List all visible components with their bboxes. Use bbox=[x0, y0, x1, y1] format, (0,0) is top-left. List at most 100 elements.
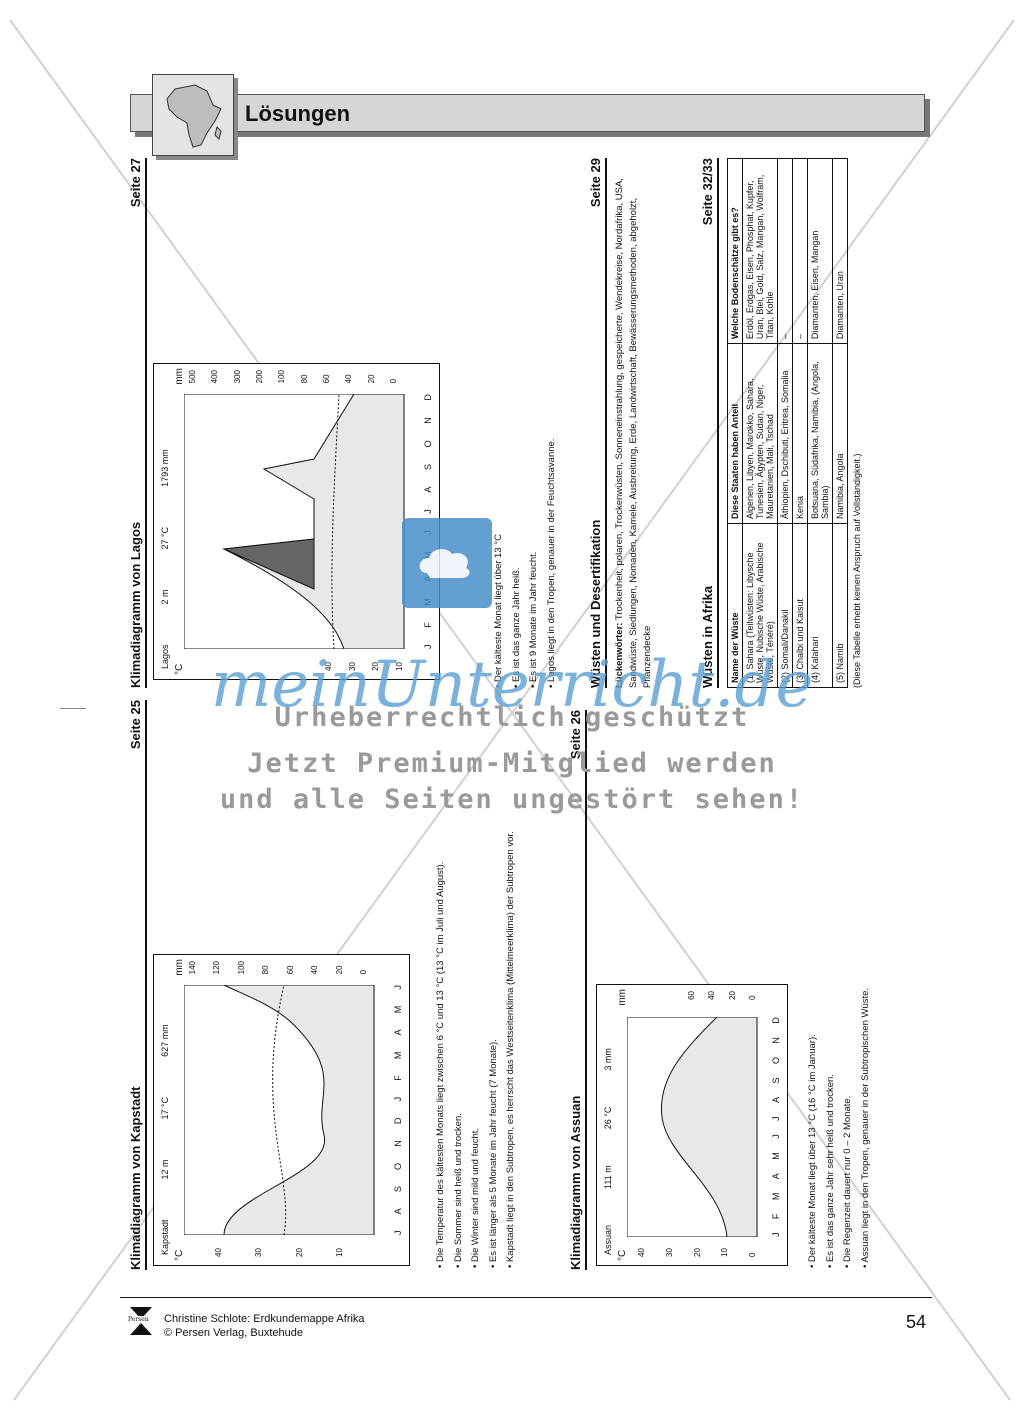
section-desertification: Wüsten und Desertifikation Seite 29 Lück… bbox=[588, 158, 655, 688]
bullets-assuan: Der kälteste Monat liegt über 13 °C (16 … bbox=[804, 828, 874, 1268]
climate-chart-lagos: Lagos 2 m 27 °C 1793 mm °C mm J F M A M … bbox=[153, 363, 440, 680]
footer-copyright: © Persen Verlag, Buxtehude bbox=[164, 1327, 303, 1339]
section-title: Klimadiagramm von Assuan bbox=[568, 1095, 583, 1270]
temp-tick: 10 bbox=[334, 1248, 344, 1257]
header-banner bbox=[130, 94, 925, 132]
month-label: M bbox=[393, 1005, 403, 1014]
precip-tick: 200 bbox=[254, 370, 264, 384]
month-label: O bbox=[393, 1162, 403, 1170]
page-title: Lösungen bbox=[245, 101, 351, 126]
bullet-item: Assuan liegt in den Tropen, genauer in d… bbox=[857, 828, 875, 1268]
chart-precip: 3 mm bbox=[603, 1048, 613, 1071]
margin-mark bbox=[60, 708, 86, 709]
table-cell: Erdöl, Erdgas, Eisen, Phosphat, Kupfer, … bbox=[742, 158, 778, 344]
table-cell: – bbox=[792, 158, 808, 344]
precip-tick: 60 bbox=[321, 374, 331, 384]
table-row: (5) Namib Namibia, Angola Diamanten, Ura… bbox=[832, 158, 848, 688]
precip-tick: 60 bbox=[285, 965, 295, 975]
persen-logo: Persen bbox=[128, 1305, 154, 1337]
month-label: M bbox=[771, 1152, 781, 1160]
month-label: A bbox=[393, 1208, 403, 1215]
month-axis: J A S O N D J F M A M J bbox=[393, 985, 403, 1235]
chart-meta: Assuan 111 m 26 °C 3 mm bbox=[603, 1048, 613, 1255]
temp-tick: 20 bbox=[294, 1248, 304, 1257]
month-label: F bbox=[423, 622, 433, 628]
precip-tick: 100 bbox=[236, 961, 246, 975]
temp-axis: 10 20 30 40 bbox=[214, 1248, 344, 1257]
temp-tick: 20 bbox=[692, 1248, 702, 1257]
unit-precip: mm bbox=[174, 959, 185, 976]
column-header: Welche Bodenschätze gibt es? bbox=[727, 158, 743, 344]
table-note: (Diese Tabelle erhebt keinen Anspruch au… bbox=[852, 453, 862, 688]
precip-tick: 0 bbox=[358, 969, 368, 975]
temp-axis: 0 10 20 30 40 bbox=[637, 1248, 757, 1257]
month-label: O bbox=[771, 1057, 781, 1065]
table-row: (2) Somali/Danakil Äthiopien, Dschibuti,… bbox=[777, 158, 793, 688]
chart-plot bbox=[184, 985, 375, 1235]
footer-divider bbox=[120, 1297, 932, 1298]
publisher-mark: Persen bbox=[128, 1316, 149, 1323]
month-label: M bbox=[393, 1051, 403, 1060]
chart-station: Assuan bbox=[603, 1224, 613, 1255]
section-heading: Wüsten in Afrika Seite 32/33 bbox=[700, 158, 719, 688]
month-label: M bbox=[771, 1192, 781, 1201]
table-cell: Namibia, Angola bbox=[832, 343, 848, 524]
section-heading: Wüsten und Desertifikation Seite 29 bbox=[588, 158, 607, 688]
temp-tick: 40 bbox=[637, 1248, 646, 1257]
bullet-item: Der kälteste Monat liegt über 13 °C bbox=[490, 308, 508, 688]
chart-temp: 26 °C bbox=[603, 1106, 613, 1130]
temp-tick: 30 bbox=[254, 1248, 264, 1257]
unit-temp: °C bbox=[617, 1249, 628, 1261]
precip-tick: 80 bbox=[299, 374, 309, 384]
page-number: 54 bbox=[906, 1312, 927, 1332]
month-label: J bbox=[771, 1232, 781, 1238]
precip-tick: 500 bbox=[188, 370, 197, 384]
precip-axis: 0 20 40 60 80 100 200 300 400 500 bbox=[188, 370, 398, 383]
section-deserts-africa: Wüsten in Afrika Seite 32/33 Name der Wü… bbox=[700, 158, 862, 688]
section-heading: Klimadiagramm von Lagos Seite 27 bbox=[128, 158, 147, 688]
month-label: D bbox=[771, 1017, 781, 1024]
precip-tick: 0 bbox=[747, 995, 757, 1000]
precip-tick: 40 bbox=[344, 374, 354, 384]
month-label: N bbox=[771, 1037, 781, 1044]
bullet-item: Die Regenzeit dauert nur 0 – 2 Monate. bbox=[839, 828, 857, 1268]
table-cell: – bbox=[777, 158, 793, 344]
chart-height: 12 m bbox=[160, 1159, 170, 1180]
bullet-item: Lagos liegt in den Tropen, genauer in de… bbox=[543, 308, 561, 688]
table-cell: Botsuana, Südafrika, Namibia, (Angola, S… bbox=[807, 343, 833, 524]
precip-axis: 0 20 40 60 bbox=[687, 991, 757, 1000]
footer-credits: Christine Schlote: Erdkundemappe Afrika … bbox=[164, 1312, 365, 1340]
table-cell: Kenia bbox=[792, 343, 808, 524]
precip-tick: 40 bbox=[707, 991, 717, 1000]
unit-precip: mm bbox=[174, 368, 185, 385]
footer-author: Christine Schlote: Erdkundemappe Afrika bbox=[164, 1313, 365, 1325]
unit-precip: mm bbox=[617, 989, 628, 1006]
unit-temp: °C bbox=[174, 1249, 185, 1261]
chart-plot bbox=[627, 1017, 758, 1237]
table-cell: Diamanten, Uran bbox=[832, 158, 848, 344]
temp-tick: 30 bbox=[664, 1248, 674, 1257]
month-label: D bbox=[393, 1117, 403, 1125]
chart-temp: 27 °C bbox=[160, 526, 170, 550]
table-row: (4) Kalahari Botsuana, Südafrika, Namibi… bbox=[807, 158, 833, 688]
month-label: J bbox=[771, 1116, 781, 1121]
section-title: Klimadiagramm von Lagos bbox=[128, 521, 143, 688]
precip-tick: 140 bbox=[188, 961, 197, 975]
month-label: J bbox=[393, 985, 403, 990]
bullet-item: Es ist das ganze Jahr heiß. bbox=[508, 308, 526, 688]
month-label: J bbox=[423, 509, 433, 514]
chart-temp: 17 °C bbox=[160, 1096, 170, 1120]
precip-tick: 80 bbox=[261, 965, 271, 975]
precip-tick: 20 bbox=[727, 991, 737, 1000]
watermark-line-1: Urheberrechtlich geschützt bbox=[274, 702, 750, 733]
chart-height: 2 m bbox=[160, 589, 170, 605]
table-cell: Diamanten, Eisen, Mangan bbox=[807, 158, 833, 344]
deserts-table: Name der Wüste Diese Staaten haben Antei… bbox=[727, 158, 848, 688]
chart-height: 111 m bbox=[603, 1165, 613, 1189]
month-label: O bbox=[423, 440, 433, 448]
precip-tick: 100 bbox=[277, 370, 287, 384]
table-row: (1) Sahara (Teilwüsten: Libysche Wüste, … bbox=[742, 158, 778, 688]
month-label: A bbox=[771, 1173, 781, 1180]
month-label: J bbox=[771, 1134, 781, 1139]
chart-precip: 1793 mm bbox=[160, 449, 170, 487]
